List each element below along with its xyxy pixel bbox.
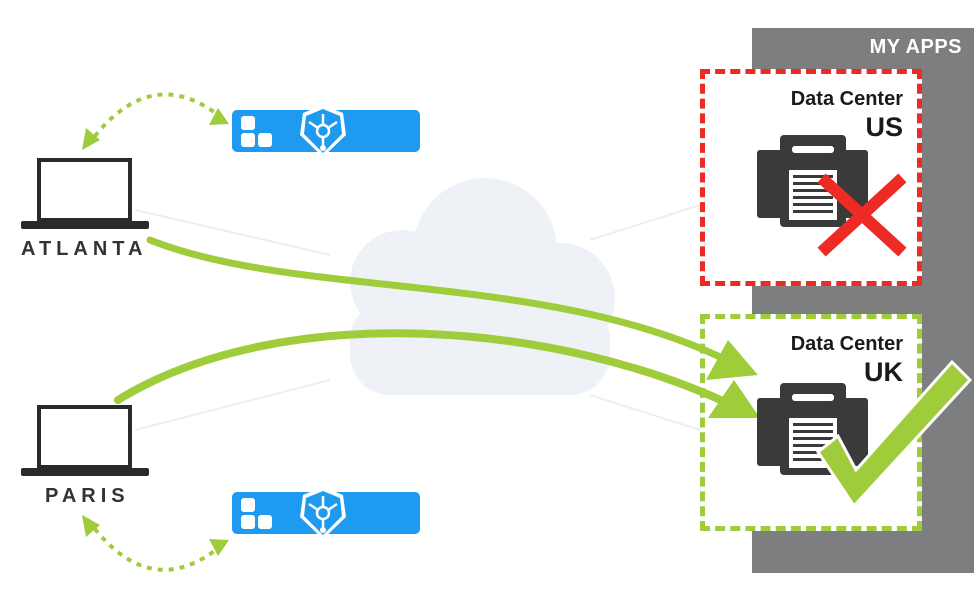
sync-arrowhead-atlanta-left — [82, 128, 100, 150]
laptop-paris-icon — [21, 405, 149, 476]
traffic-arrow-paris — [114, 329, 746, 414]
sync-arrowhead-paris-right — [209, 539, 229, 556]
network-device-top — [232, 105, 420, 157]
arrowhead-paris — [708, 380, 760, 418]
failure-x-icon — [817, 173, 907, 257]
panel-title: MY APPS — [869, 36, 962, 58]
sync-arrowhead-paris-left — [82, 515, 100, 537]
success-check-icon — [815, 359, 973, 509]
data-center-us-label: Data Center — [790, 88, 903, 110]
link-cloud-us — [589, 204, 701, 241]
sync-arrowhead-atlanta-right — [209, 108, 229, 125]
data-center-uk-name: UK — [864, 357, 903, 387]
sync-arrow-paris — [86, 518, 224, 572]
data-center-us-name: US — [865, 112, 903, 142]
location-paris-label: PARIS — [45, 485, 130, 507]
link-paris-cloud — [134, 379, 331, 431]
data-center-uk-label: Data Center — [790, 333, 903, 355]
laptop-atlanta-icon — [21, 158, 149, 229]
link-atlanta-cloud — [134, 209, 331, 256]
link-cloud-uk — [589, 394, 701, 431]
network-device-bottom — [232, 487, 420, 539]
arrowhead-atlanta — [706, 340, 758, 380]
sync-arrow-atlanta — [86, 92, 224, 147]
location-atlanta-label: ATLANTA — [21, 238, 148, 260]
traffic-arrow-atlanta — [146, 236, 746, 372]
